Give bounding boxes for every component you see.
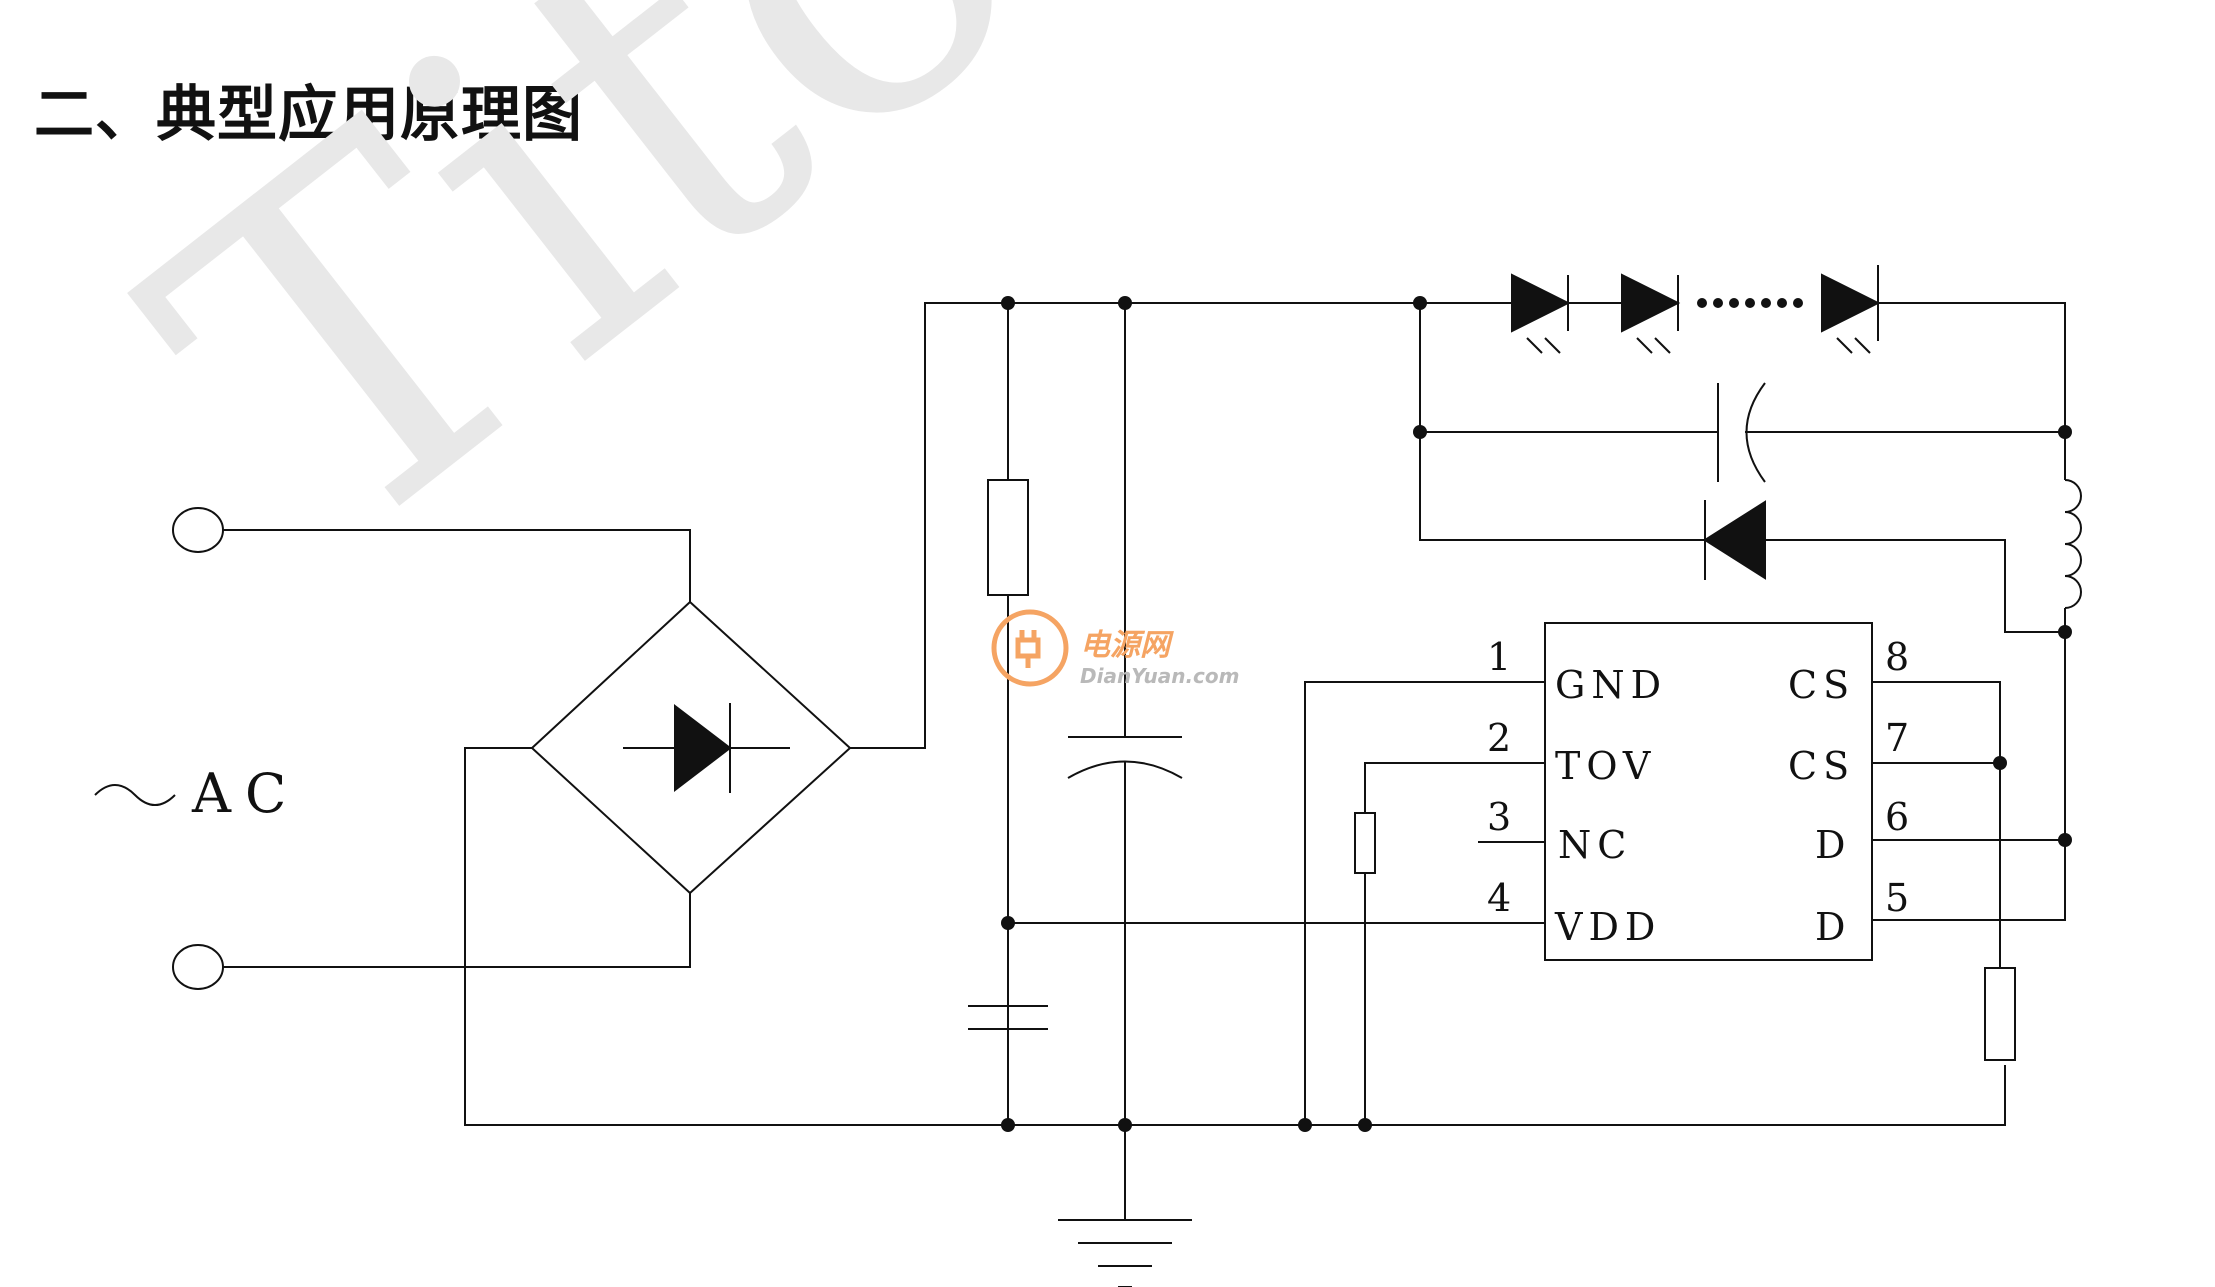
ac-source-label: AC — [94, 762, 300, 825]
bridge-rectifier — [530, 600, 852, 895]
pin-name-vdd: VDD — [1554, 905, 1661, 949]
pin-num-5: 5 — [1885, 876, 1909, 920]
ac-terminal-top — [172, 507, 224, 553]
watermark-text: Tito — [68, 0, 1119, 646]
junction-dots — [1001, 296, 2072, 1132]
pin-name-d-5: D — [1815, 905, 1851, 949]
dianyuan-logo: 电源网 DianYuan.com — [991, 609, 1239, 688]
pin-name-d-6: D — [1815, 823, 1851, 867]
pin-num-4: 4 — [1487, 876, 1511, 920]
plug-icon — [1015, 630, 1041, 668]
resistor-cs — [1984, 967, 2016, 1061]
page-title: 二、典型应用原理图 — [34, 80, 583, 150]
led-n — [1821, 265, 1881, 354]
pin-num-7: 7 — [1885, 716, 1909, 760]
resistor-tov — [1354, 812, 1376, 874]
pin-num-1: 1 — [1487, 635, 1511, 679]
capacitor-bulk — [1067, 736, 1183, 779]
pin-name-gnd: GND — [1555, 663, 1667, 707]
logo-cn: 电源网 — [1080, 628, 1174, 663]
pin-name-cs-7: CS — [1788, 744, 1855, 788]
pin-name-tov: TOV — [1555, 744, 1656, 788]
watermark: Tito — [68, 0, 1119, 646]
logo-en: DianYuan.com — [1080, 664, 1239, 688]
ac-terminal-bottom — [172, 944, 224, 990]
led-1 — [1511, 273, 1571, 354]
pin-num-2: 2 — [1487, 716, 1511, 760]
led-chain-dots — [1697, 298, 1803, 308]
sine-icon — [94, 784, 176, 806]
inductor — [2064, 479, 2082, 609]
pin-name-nc: NC — [1558, 823, 1632, 867]
led-2 — [1621, 273, 1681, 354]
pin-num-8: 8 — [1885, 635, 1909, 679]
ic-body — [1544, 622, 1873, 961]
resistor-startup — [987, 479, 1029, 596]
freewheel-diode — [1703, 500, 1766, 580]
ac-label: AC — [191, 762, 300, 825]
pin-name-cs-8: CS — [1788, 663, 1855, 707]
pin-num-6: 6 — [1885, 795, 1909, 839]
pin-num-3: 3 — [1487, 795, 1511, 839]
ground-symbol — [1058, 1125, 1192, 1287]
